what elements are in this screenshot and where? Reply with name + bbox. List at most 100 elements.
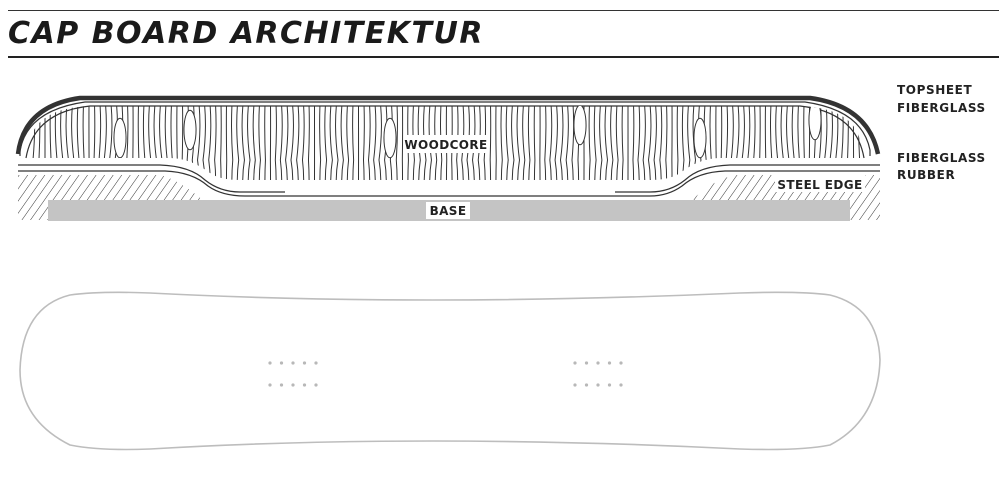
grain-line bbox=[637, 106, 641, 180]
wood-knot bbox=[383, 117, 397, 159]
binding-inserts bbox=[268, 361, 623, 387]
wood-knot bbox=[113, 117, 127, 159]
base-label-bg bbox=[426, 202, 470, 219]
insert-dot bbox=[268, 361, 272, 365]
grain-line bbox=[307, 106, 310, 180]
insert-dot bbox=[619, 383, 623, 387]
grain-line bbox=[571, 106, 575, 180]
grain-line bbox=[483, 106, 487, 180]
grain-line bbox=[417, 106, 421, 180]
grain-line bbox=[709, 106, 712, 180]
board-top-view bbox=[19, 291, 881, 451]
insert-dot bbox=[619, 361, 623, 365]
grain-line bbox=[527, 106, 531, 180]
grain-line bbox=[522, 106, 526, 180]
grain-line bbox=[407, 106, 409, 180]
grain-line bbox=[301, 106, 305, 180]
grain-line bbox=[676, 106, 679, 180]
insert-dot bbox=[291, 361, 295, 365]
grain-line bbox=[241, 106, 245, 180]
grain-line bbox=[434, 106, 438, 180]
grain-line bbox=[681, 106, 685, 180]
insert-dot bbox=[573, 383, 577, 387]
grain-line bbox=[456, 106, 459, 180]
grain-line bbox=[451, 106, 453, 180]
grain-line bbox=[615, 106, 619, 180]
wood-knot bbox=[573, 106, 587, 146]
steel-edge-label: STEEL EDGE bbox=[777, 178, 862, 192]
grain-line bbox=[423, 106, 427, 180]
grain-line bbox=[181, 106, 184, 180]
grain-line bbox=[593, 106, 597, 180]
grain-line bbox=[285, 106, 289, 180]
grain-line bbox=[659, 106, 663, 180]
page-title: CAP BOARD ARCHITEKTUR bbox=[8, 16, 484, 51]
grain-line bbox=[466, 106, 470, 180]
grain-line bbox=[412, 106, 415, 180]
grain-line bbox=[665, 106, 668, 180]
grain-line bbox=[599, 106, 603, 180]
grain-line bbox=[264, 106, 266, 180]
grain-line bbox=[725, 106, 729, 180]
grain-line bbox=[604, 106, 609, 180]
grain-line bbox=[220, 106, 222, 180]
grain-line bbox=[461, 106, 465, 180]
grain-line bbox=[274, 106, 277, 180]
grain-line bbox=[170, 106, 173, 180]
woodcore-label: WOODCORE bbox=[404, 138, 487, 152]
grain-line bbox=[647, 106, 652, 180]
board-cross-section: WOODCORE STEEL EDGE BASE bbox=[15, 95, 881, 221]
grain-line bbox=[428, 106, 432, 180]
label-rubber: RUBBER bbox=[897, 168, 956, 182]
grain-line bbox=[352, 106, 355, 180]
insert-dot bbox=[607, 361, 612, 365]
base-label: BASE bbox=[430, 204, 467, 218]
grain-line bbox=[319, 106, 322, 180]
grain-line bbox=[367, 106, 371, 180]
grain-line bbox=[621, 106, 624, 180]
grain-line bbox=[632, 106, 635, 180]
insert-dot bbox=[314, 383, 318, 387]
grain-line bbox=[516, 106, 520, 180]
insert-dot bbox=[268, 383, 272, 387]
woodcore-label-bg bbox=[404, 135, 488, 153]
grain-line bbox=[500, 106, 503, 180]
insert-dot bbox=[314, 361, 318, 365]
grain-line bbox=[472, 106, 476, 180]
grain-line bbox=[279, 106, 283, 180]
grain-line bbox=[511, 106, 515, 180]
grain-line bbox=[290, 106, 294, 180]
topsheet-line bbox=[15, 95, 881, 155]
grain-line bbox=[324, 106, 328, 180]
grain-line bbox=[202, 106, 206, 180]
grain-line bbox=[653, 106, 657, 180]
grain-line bbox=[559, 106, 564, 180]
insert-dot bbox=[302, 361, 307, 365]
grain-line bbox=[533, 106, 536, 180]
insert-dot bbox=[596, 383, 600, 387]
grain-line bbox=[549, 106, 553, 180]
insert-dot bbox=[596, 361, 600, 365]
wood-knot bbox=[693, 117, 707, 159]
grain-line bbox=[335, 106, 339, 180]
grain-line bbox=[544, 106, 547, 180]
insert-dot bbox=[584, 383, 589, 387]
title-underline bbox=[8, 56, 999, 58]
grain-line bbox=[477, 106, 481, 180]
label-fiberglass-top: FIBERGLASS bbox=[897, 101, 986, 115]
grain-line bbox=[236, 106, 240, 180]
grain-line bbox=[197, 106, 201, 180]
grain-line bbox=[258, 106, 261, 180]
grain-line bbox=[214, 106, 217, 180]
grain-line bbox=[340, 106, 344, 180]
grain-line bbox=[565, 106, 569, 180]
grain-line bbox=[505, 106, 509, 180]
label-fiberglass-bottom: FIBERGLASS bbox=[897, 151, 986, 165]
grain-line bbox=[384, 106, 388, 180]
grain-line bbox=[296, 106, 300, 180]
grain-line bbox=[252, 106, 256, 180]
grain-line bbox=[231, 106, 234, 180]
insert-dot bbox=[607, 383, 612, 387]
insert-dot bbox=[573, 361, 577, 365]
insert-dot bbox=[291, 383, 295, 387]
